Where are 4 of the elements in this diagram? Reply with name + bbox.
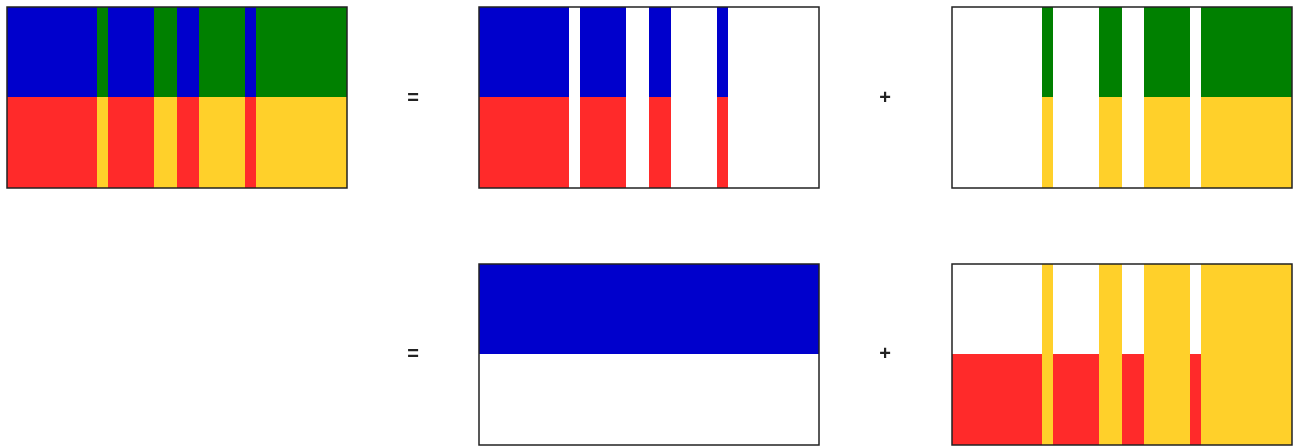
operator-symbol: =: [407, 342, 419, 364]
operator-symbol: =: [407, 86, 419, 108]
operator-symbol: +: [879, 86, 891, 108]
operator-symbol: +: [879, 342, 891, 364]
